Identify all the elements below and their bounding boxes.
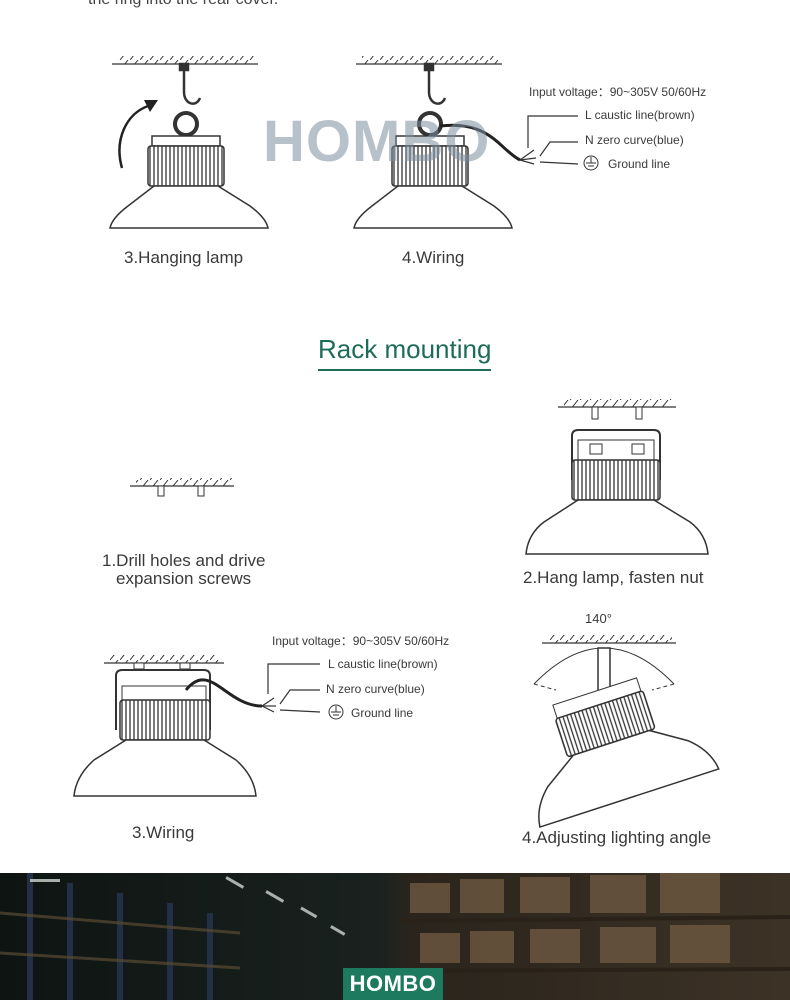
input-voltage-label: Input voltage：90~305V 50/60Hz <box>272 634 450 648</box>
brand-logo: HOMBO <box>343 968 443 1000</box>
ceiling-hook <box>417 62 447 137</box>
ground-line-label: Ground line <box>351 706 414 720</box>
step-caption-hang: 2.Hang lamp, fasten nut <box>523 568 704 587</box>
intro-text-fragment: the ring into the rear cover. <box>88 0 278 9</box>
input-voltage-label: Input voltage：90~305V 50/60Hz <box>529 85 707 99</box>
step-caption-wiring: 4.Wiring <box>402 248 465 267</box>
hanging-lamp-diagram <box>109 56 599 229</box>
angle-adjust-diagram <box>533 635 720 829</box>
ground-icon <box>583 155 599 171</box>
n-line-label: N zero curve(blue) <box>326 682 425 696</box>
l-line-label: L caustic line(brown) <box>585 108 695 122</box>
lamp-body <box>109 135 269 229</box>
power-cable <box>439 123 521 162</box>
l-line-label: L caustic line(brown) <box>328 657 438 671</box>
bracket-wiring-diagram <box>73 655 344 797</box>
step-caption-adjust: 4.Adjusting lighting angle <box>522 828 712 847</box>
step-caption-drill-2: expansion screws <box>116 569 252 588</box>
drill-holes-diagram <box>130 478 234 497</box>
step-caption-wiring: 3.Wiring <box>132 823 195 842</box>
lamp-body <box>353 135 513 229</box>
step-caption-drill-1: 1.Drill holes and drive <box>102 551 266 570</box>
angle-label: 140° <box>585 611 612 626</box>
step-caption-hanging: 3.Hanging lamp <box>124 248 244 267</box>
ceiling-hook <box>173 62 202 137</box>
rack-mounting-diagrams <box>73 399 720 829</box>
warehouse-shelves-illustration <box>0 873 790 1000</box>
bracket-lamp-diagram <box>525 399 709 555</box>
lift-arrow-icon <box>118 100 158 169</box>
section-title: Rack mounting <box>318 334 492 371</box>
ground-icon <box>328 704 344 720</box>
wire-leads <box>519 115 579 165</box>
brand-watermark: HOMBO <box>263 109 491 174</box>
n-line-label: N zero curve(blue) <box>585 133 684 147</box>
ground-line-label: Ground line <box>608 157 671 171</box>
